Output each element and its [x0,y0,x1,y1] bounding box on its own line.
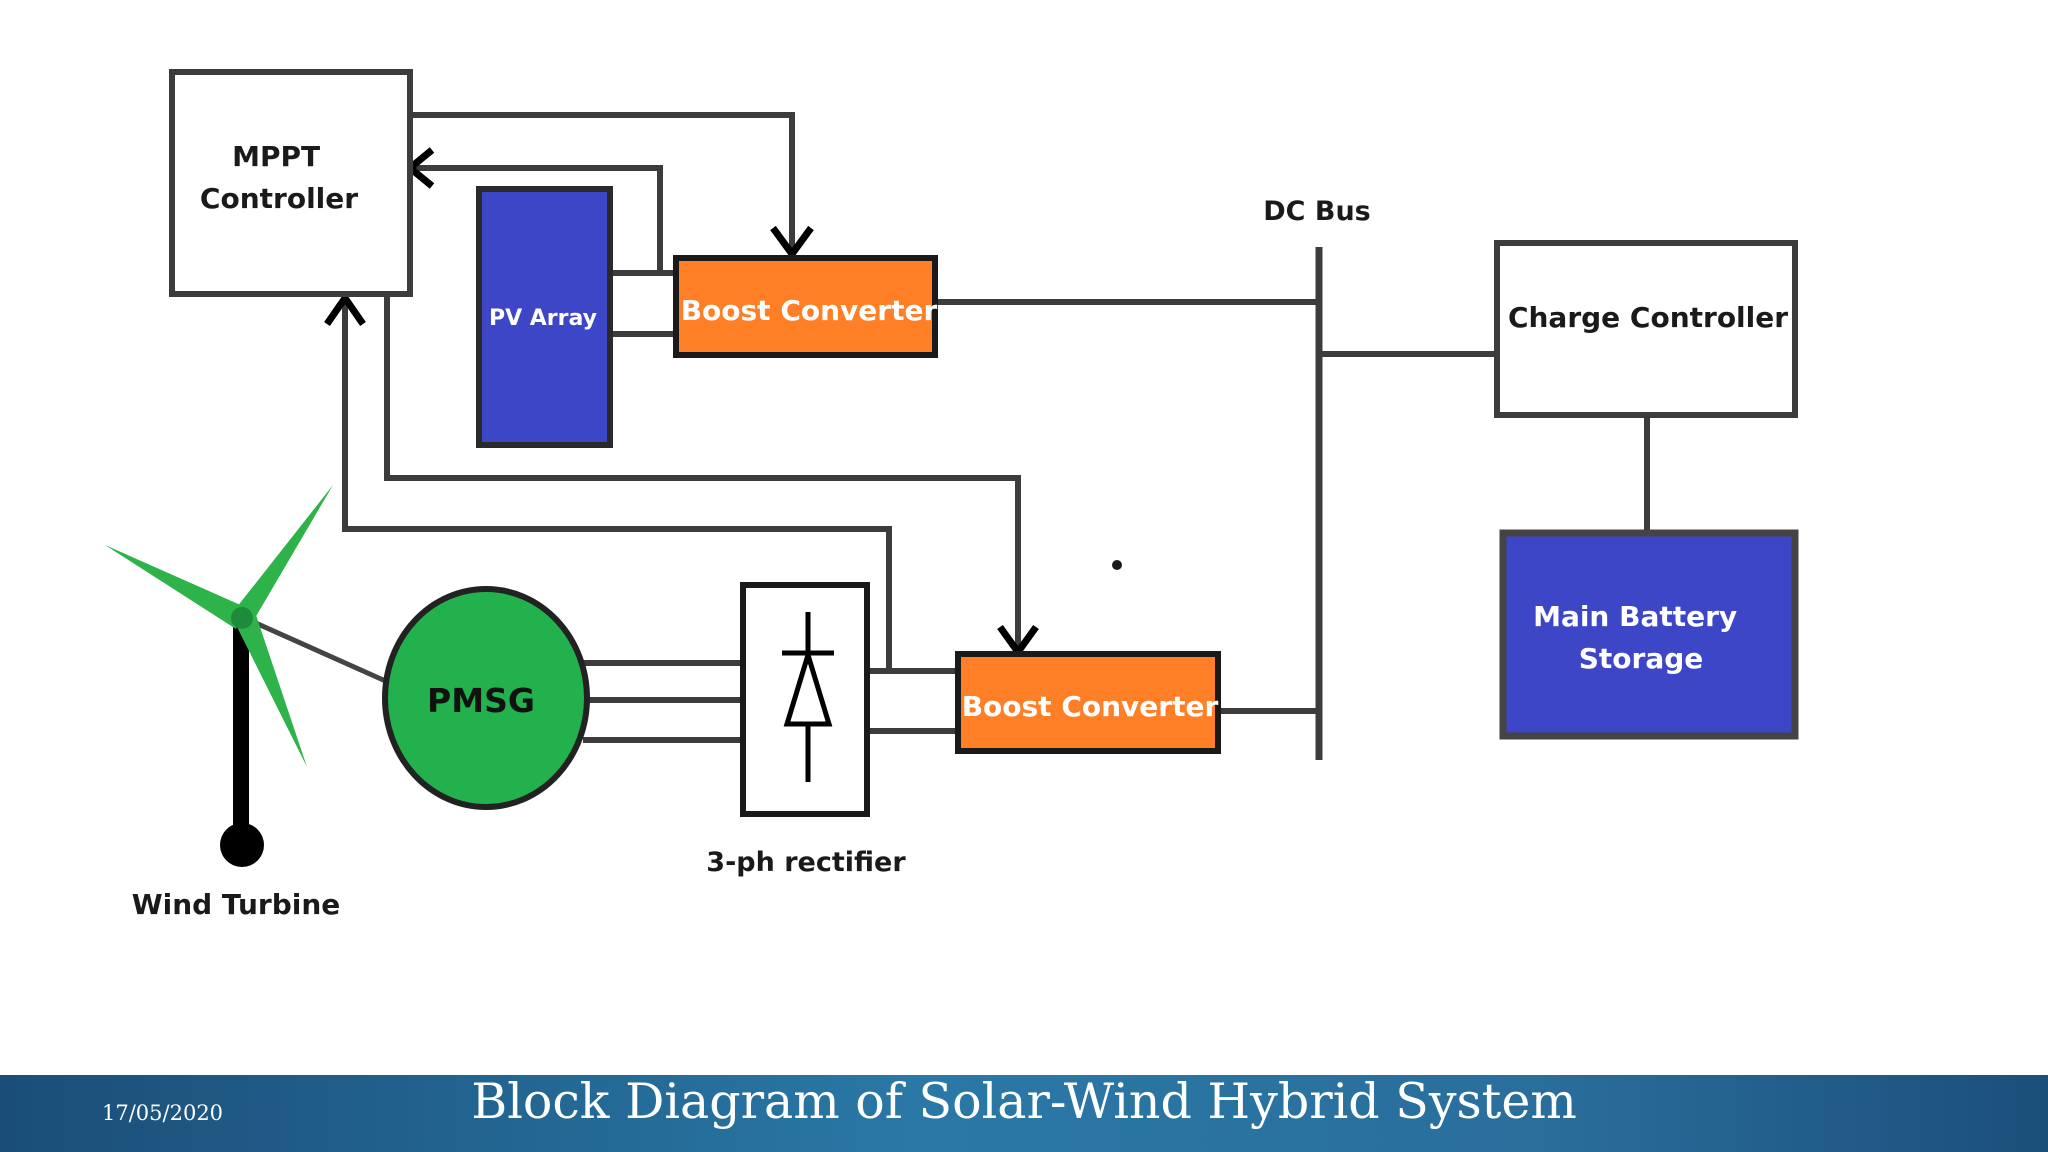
pmsg-label: PMSG [427,681,535,720]
charge-controller-box [1494,240,1798,418]
turbine-base [220,823,264,867]
boost-top-arrowhead [770,225,814,260]
dc-bus-label: DC Bus [1263,196,1371,227]
charge-controller-label: Charge Controller [1508,301,1788,334]
footer-bar [0,1075,2048,1152]
wind-feedback-line [342,298,892,671]
mppt-line-1: MPPT [232,140,320,173]
boost-converter-bottom-label: Boost Converter [962,690,1219,723]
mppt-controller-box [169,69,413,297]
rectifier-label: 3-ph rectifier [706,847,906,878]
mppt-line-2: Controller [200,182,358,215]
turbine-hub [231,607,253,629]
wind-turbine [105,485,333,867]
turbine-blade-left [105,545,245,629]
boost-converter-top-box [673,255,938,358]
diode-symbol-icon [782,612,834,782]
rectifier-box [740,582,870,817]
pv-array-label: PV Array [489,306,597,331]
pv-feedback-line [412,165,663,270]
turbine-blade-down [236,615,307,767]
slide-title: Block Diagram of Solar-Wind Hybrid Syste… [471,1073,1577,1130]
stray-dot [1112,560,1122,570]
pv-array-box [476,186,613,448]
turbine-blade-up [233,485,333,618]
mppt-controller-label: MPPT Controller [200,140,358,215]
pmsg-generator [382,586,590,810]
boost-converter-bottom-box [955,651,1221,754]
slide-date: 17/05/2020 [102,1101,224,1125]
boost-converter-top-label: Boost Converter [681,294,938,327]
wind-turbine-label: Wind Turbine [132,888,341,921]
connection-lines [238,112,1650,760]
mppt-to-boost-top-line [409,112,795,255]
battery-line-1: Main Battery [1533,600,1737,633]
battery-line-2: Storage [1579,642,1704,675]
mppt-to-boost-bottom-line [384,294,1021,652]
main-battery-label: Main Battery Storage [1533,600,1747,675]
turbine-shaft-line [238,613,392,686]
mppt-arrowhead-bottom [324,291,366,326]
main-battery-box [1499,529,1799,740]
